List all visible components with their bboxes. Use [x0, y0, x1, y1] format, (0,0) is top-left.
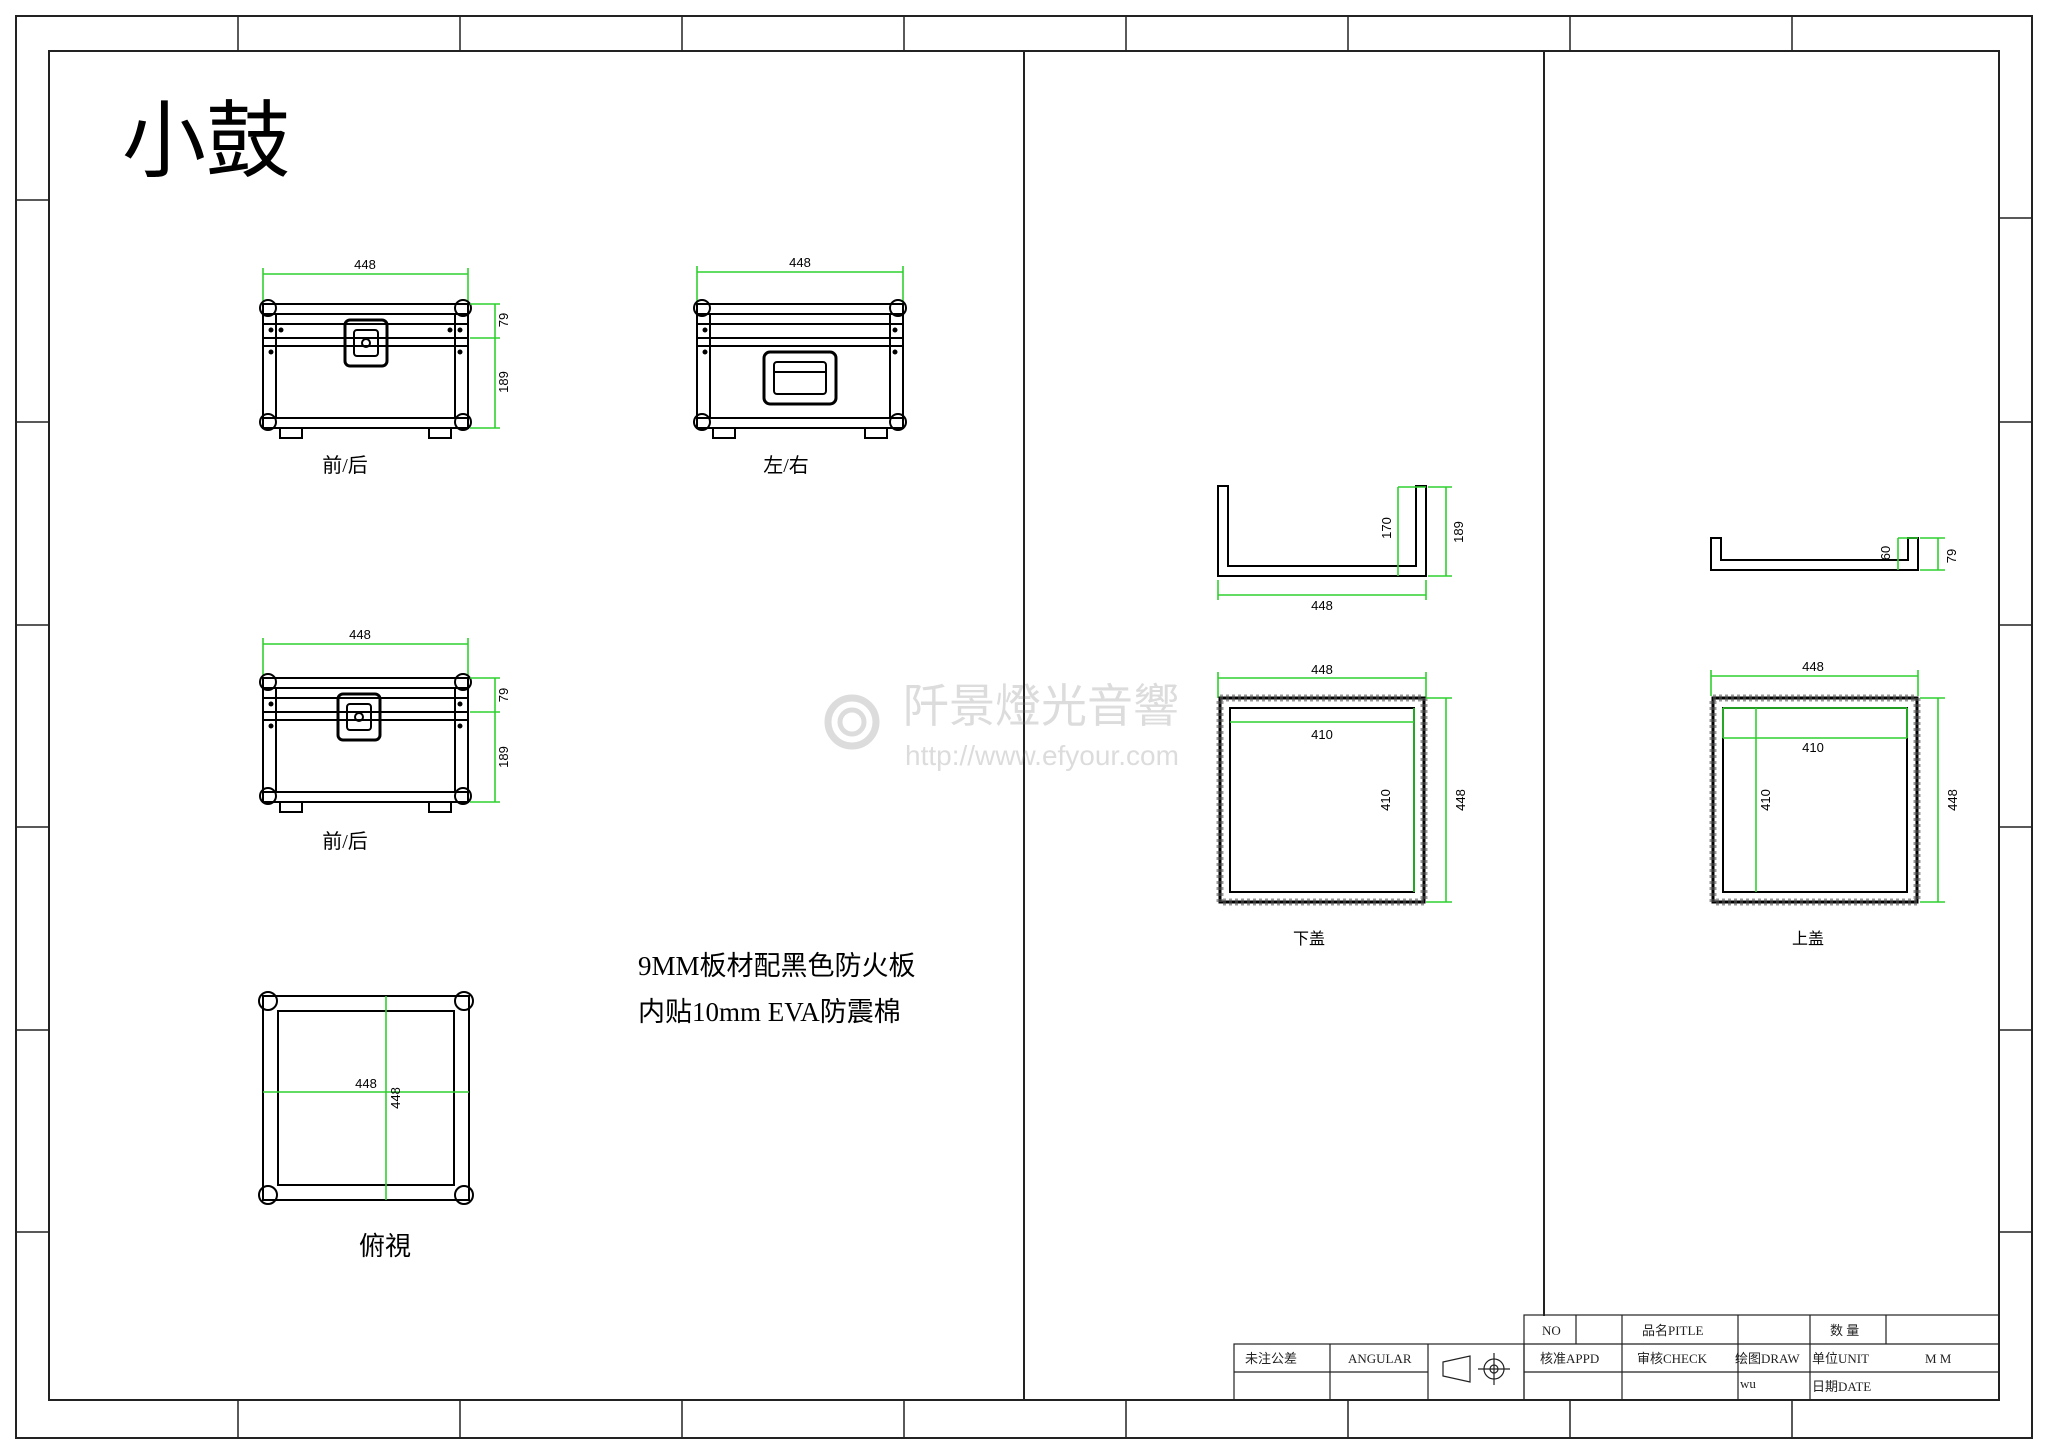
top-depth-dim: 448 [388, 1087, 403, 1109]
lower-lid-label: 下盖 [1293, 930, 1325, 948]
tb-pitle: 品名PITLE [1642, 1323, 1703, 1338]
material-note-line1: 9MM板材配黑色防火板 [638, 951, 916, 981]
upper-plan-width-dim: 448 [1802, 659, 1824, 674]
lower-lid-inner-height-dim: 170 [1379, 517, 1394, 539]
tb-draw: 绘图DRAW [1735, 1351, 1800, 1366]
tb-date: 日期DATE [1812, 1379, 1871, 1394]
outer-frame [15, 15, 2033, 1439]
lower-lid-section: 170 189 448 [1217, 485, 1466, 613]
side-view: 448 左/右 [693, 255, 907, 477]
lower-plan-inner-depth-dim: 410 [1378, 789, 1393, 811]
top-label: 俯視 [359, 1232, 411, 1261]
front1-label: 前/后 [322, 454, 368, 477]
upper-lid-section: 60 79 [1710, 537, 1959, 571]
lower-lid-outer-height-dim: 189 [1451, 521, 1466, 543]
upper-plan-inner-width-dim: 410 [1802, 740, 1824, 755]
butterfly-latch-icon [336, 692, 382, 742]
tb-qty: 数 量 [1830, 1323, 1859, 1338]
tb-check: 审核CHECK [1637, 1351, 1708, 1366]
lower-plan-inner-width-dim: 410 [1311, 727, 1333, 742]
tb-angular: ANGULAR [1348, 1351, 1412, 1366]
top-width-dim: 448 [355, 1076, 377, 1091]
side-label: 左/右 [763, 454, 809, 477]
upper-plan-depth-dim: 448 [1945, 789, 1960, 811]
front-view-1: 448 79 189 前/后 [259, 257, 511, 477]
front1-lid-height-dim: 79 [496, 313, 511, 327]
tb-appd: 核准APPD [1540, 1351, 1599, 1366]
front1-body-height-dim: 189 [496, 371, 511, 393]
front1-width-dim: 448 [354, 257, 376, 272]
butterfly-latch-icon [343, 318, 389, 368]
watermark: 阡景燈光音響 http://www.efyour.com [824, 679, 1179, 771]
top-view: 448 448 俯視 [258, 991, 474, 1261]
title-block [1233, 1314, 2000, 1401]
material-note-line2: 内贴10mm EVA防震棉 [638, 997, 901, 1027]
side-width-dim: 448 [789, 255, 811, 270]
tb-drawer: wu [1740, 1376, 1756, 1391]
front2-body-height-dim: 189 [496, 746, 511, 768]
front2-label: 前/后 [322, 830, 368, 853]
recessed-handle-icon [762, 350, 838, 406]
tb-no: NO [1542, 1323, 1561, 1338]
tb-unit: 单位UNIT [1812, 1351, 1869, 1366]
front-view-2: 448 79 189 前/后 [259, 627, 511, 853]
lower-lid-plan: 448 410 410 448 下盖 [1216, 662, 1468, 948]
upper-lid-plan: 448 410 410 448 上盖 [1709, 659, 1960, 948]
projection-symbol-icon [1442, 1353, 1510, 1385]
lower-plan-width-dim: 448 [1311, 662, 1333, 677]
upper-lid-inner-height-dim: 60 [1878, 546, 1893, 560]
lower-lid-width-dim: 448 [1311, 598, 1333, 613]
tb-unit-value: M M [1925, 1351, 1952, 1366]
upper-plan-inner-depth-dim: 410 [1758, 789, 1773, 811]
watermark-name: 阡景燈光音響 [903, 679, 1179, 733]
watermark-url: http://www.efyour.com [905, 740, 1179, 771]
front2-lid-height-dim: 79 [496, 688, 511, 702]
upper-lid-outer-height-dim: 79 [1944, 549, 1959, 563]
lower-plan-depth-dim: 448 [1453, 789, 1468, 811]
front2-width-dim: 448 [349, 627, 371, 642]
drawing-title: 小鼓 [122, 96, 290, 189]
tb-tolerance: 未注公差 [1245, 1351, 1297, 1366]
upper-lid-label: 上盖 [1792, 930, 1824, 948]
